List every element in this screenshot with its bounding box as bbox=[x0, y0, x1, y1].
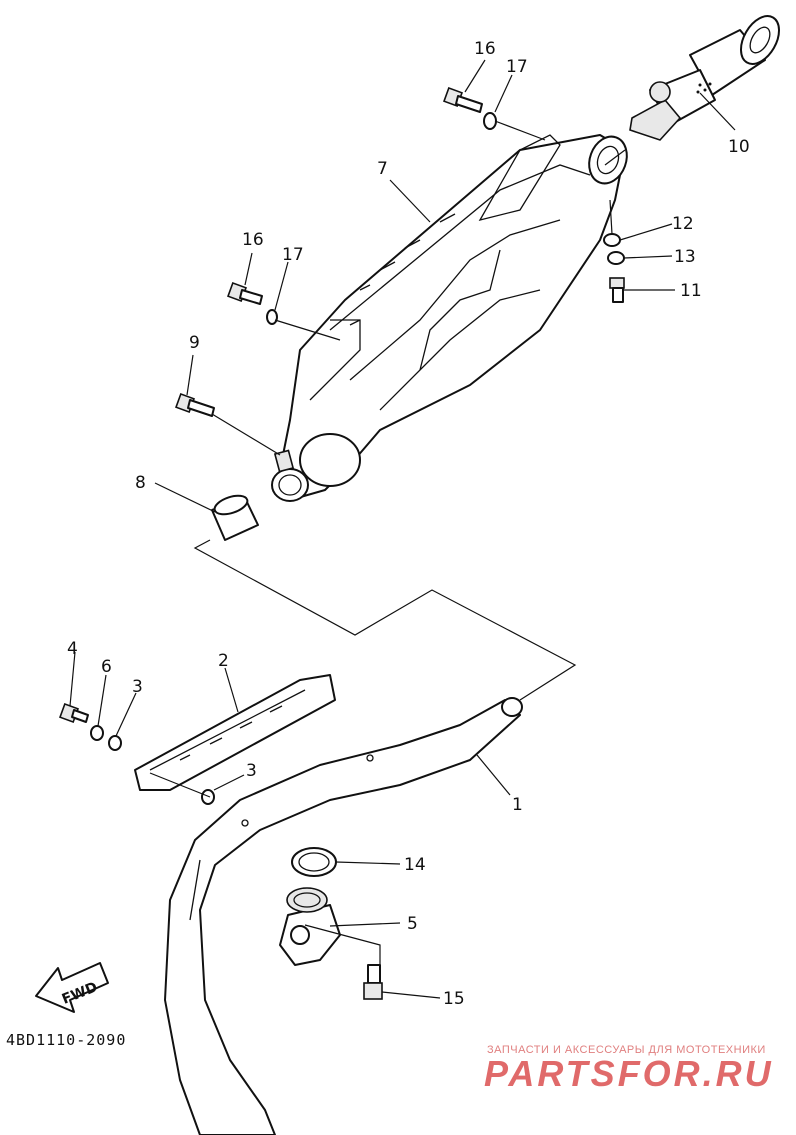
nut-15 bbox=[363, 964, 383, 1000]
bolt-9 bbox=[175, 393, 215, 417]
lock-washer-13 bbox=[607, 251, 625, 265]
callout-15: 15 bbox=[443, 989, 465, 1009]
callout-3: 3 bbox=[132, 677, 143, 697]
callout-10: 10 bbox=[728, 137, 750, 157]
watermark: ЗАПЧАСТИ И АКСЕССУАРЫ ДЛЯ МОТОТЕХНИКИ PA… bbox=[484, 1044, 774, 1094]
damper-3-lower bbox=[201, 789, 215, 805]
bolt-11 bbox=[609, 277, 625, 303]
callout-13: 13 bbox=[674, 247, 696, 267]
muffler bbox=[271, 134, 628, 502]
leader-lines bbox=[69, 59, 736, 999]
bolt-16-upper bbox=[443, 87, 483, 113]
watermark-tagline: ЗАПЧАСТИ И АКСЕССУАРЫ ДЛЯ МОТОТЕХНИКИ bbox=[487, 1044, 766, 1056]
callout-9: 9 bbox=[189, 333, 200, 353]
callout-6: 6 bbox=[101, 657, 112, 677]
callout-16: 16 bbox=[474, 39, 496, 59]
callout-labels: 1 2 3 3 4 5 6 7 8 9 10 11 12 13 14 15 16… bbox=[67, 39, 750, 1009]
callout-4: 4 bbox=[67, 639, 78, 659]
flange-5 bbox=[279, 887, 341, 966]
exhaust-pipe bbox=[164, 697, 523, 1135]
callout-5: 5 bbox=[407, 914, 418, 934]
drawing-code: 4BD1110-2090 bbox=[6, 1031, 126, 1049]
callout-17: 17 bbox=[506, 57, 528, 77]
callout-11: 11 bbox=[680, 281, 702, 301]
gasket-8 bbox=[211, 494, 259, 541]
washer-17-lower bbox=[266, 309, 278, 325]
heat-protector bbox=[134, 674, 336, 791]
damper-3-upper bbox=[108, 735, 122, 751]
callout-2: 2 bbox=[218, 651, 229, 671]
callout-14: 14 bbox=[404, 855, 426, 875]
watermark-brand: PARTSFOR.RU bbox=[484, 1053, 774, 1094]
callout-7: 7 bbox=[377, 159, 388, 179]
callout-16: 16 bbox=[242, 230, 264, 250]
callout-12: 12 bbox=[672, 214, 694, 234]
collar-6 bbox=[90, 725, 104, 741]
tail-pipe-assembly bbox=[629, 15, 780, 141]
fwd-arrow: FWD bbox=[35, 962, 109, 1013]
callout-3: 3 bbox=[246, 761, 257, 781]
callout-1: 1 bbox=[512, 795, 523, 815]
callout-17: 17 bbox=[282, 245, 304, 265]
callout-8: 8 bbox=[135, 473, 146, 493]
washer-17-upper bbox=[483, 112, 497, 130]
washer-12 bbox=[603, 233, 621, 247]
bolt-4 bbox=[59, 703, 89, 723]
bolt-16-lower bbox=[227, 282, 263, 305]
